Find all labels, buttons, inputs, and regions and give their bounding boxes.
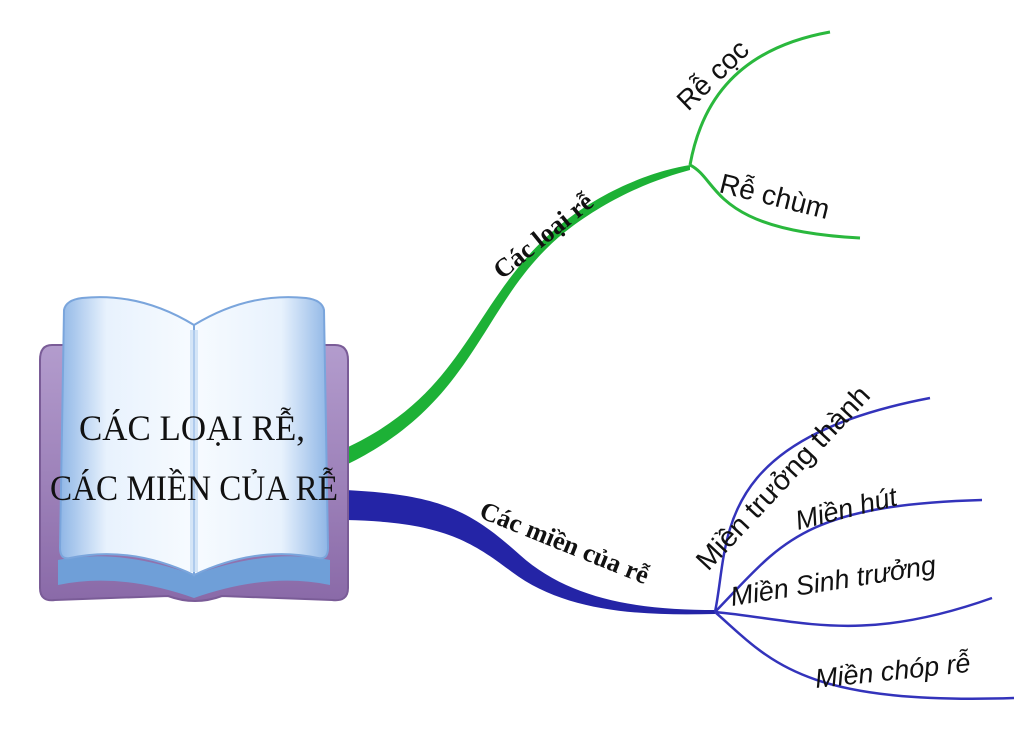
leaf-connector-re-chum [689,163,861,240]
branch-connector-cac-mien-cua-re [346,490,715,615]
leaf-connector-mien-chop-re [714,611,1015,700]
leaf-connector-mien-hut [714,498,983,613]
leaf-connector-mien-sinh-truong [714,596,993,628]
central-topic-line2: CÁC MIỀN CỦA RỄ [50,467,338,508]
leaf-connector-mien-truong-thanh [713,396,931,613]
open-book-icon [39,296,349,602]
leaf-label-mien-chop-re: Miền chóp rễ [813,647,971,694]
leaf-label-mien-hut: Miền hút [792,481,901,536]
leaf-label-re-chum: Rễ chùm [717,168,833,225]
central-topic-line1: CÁC LOẠI RỄ, [79,407,305,448]
leaf-label-mien-sinh-truong: Miền Sinh trưởng [728,550,938,612]
branch-connector-cac-loai-re [346,165,690,465]
branch-label-cac-loai-re: Các loại rễ [488,187,599,285]
leaf-connector-re-coc [688,30,831,166]
